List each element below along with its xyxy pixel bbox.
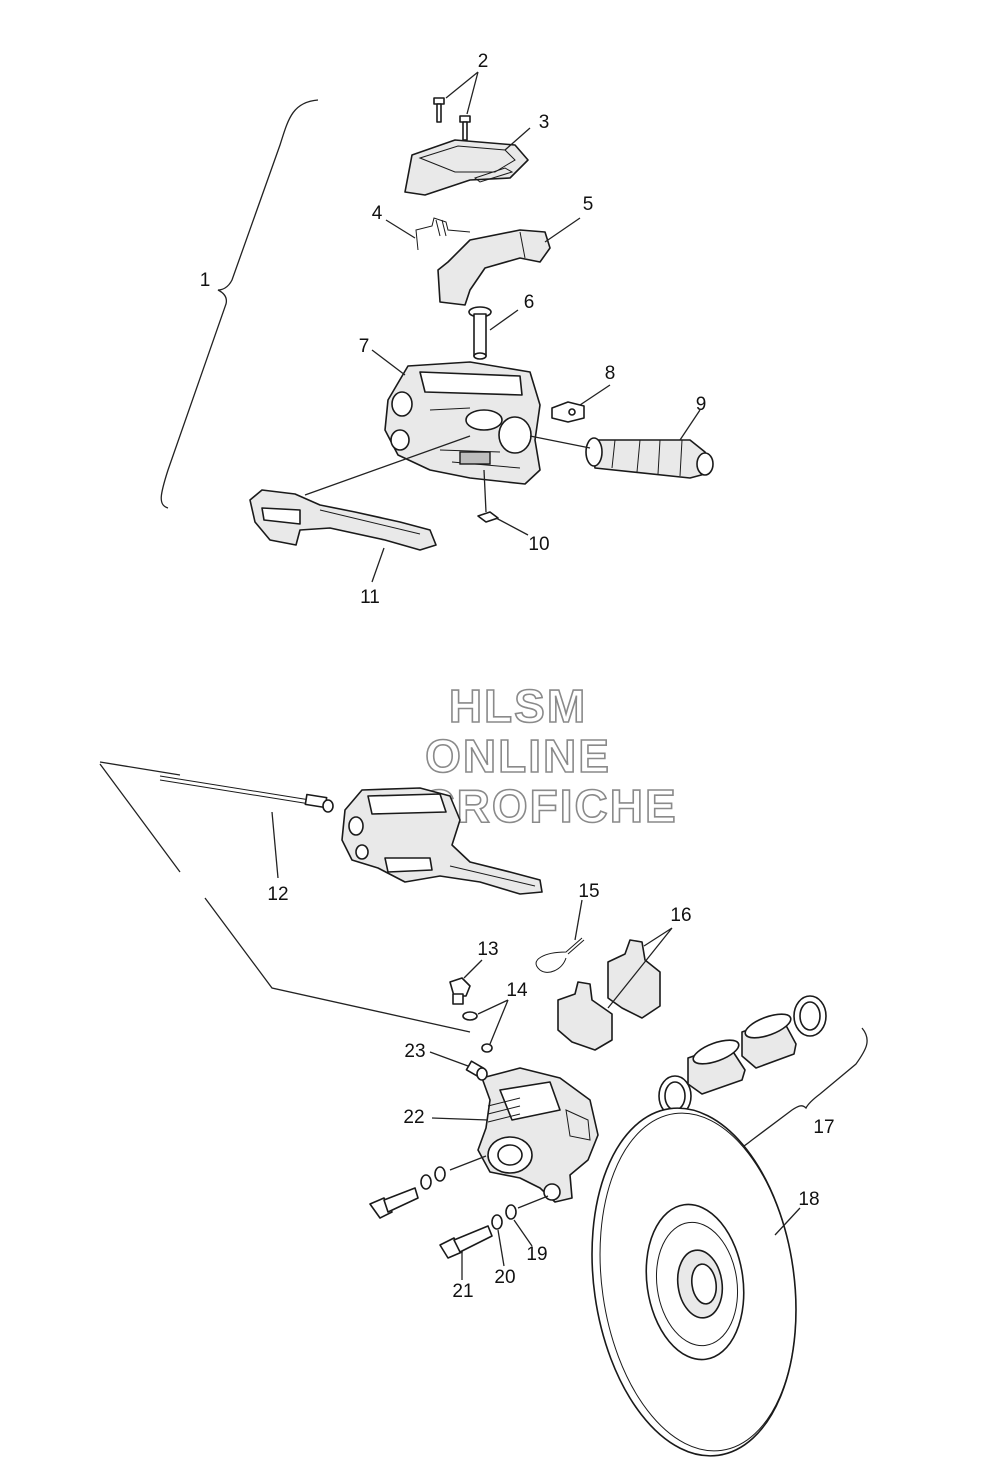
mounting-bolt-icon [369,1166,446,1219]
callout-11: 11 [360,587,380,608]
callout-2: 2 [478,51,489,72]
brake-hose-icon [159,775,334,813]
watermark-line-1: HLSM [449,680,587,732]
lower-bolt-icon [439,1204,517,1259]
washer-icon [462,1011,493,1053]
piston-icon [585,437,714,479]
bleeder-valve-icon [465,1060,488,1081]
banjo-bolt-icon [449,977,471,1005]
screw-icon [433,97,471,141]
callout-5: 5 [583,194,594,215]
callout-15: 15 [578,881,599,902]
clip-icon [477,511,499,523]
reference-line [99,761,471,1033]
brake-switch-icon [551,401,585,423]
spring-icon [415,217,471,251]
callout-22: 22 [403,1107,424,1128]
callout-10: 10 [528,534,549,555]
assembly-bracket-17 [729,1027,868,1152]
lever-arm-icon [437,229,551,306]
callout-7: 7 [359,336,370,357]
callout-18: 18 [798,1189,819,1210]
watermark-line-2: ONLINE [425,730,611,782]
reservoir-cover-icon [404,139,529,196]
callout-17: 17 [813,1117,834,1138]
callout-1: 1 [200,270,211,291]
callout-16: 16 [670,905,691,926]
callout-14: 14 [506,980,528,1001]
callout-23: 23 [404,1041,425,1062]
callout-9: 9 [696,394,707,415]
callout-12: 12 [267,884,288,905]
master-cylinder-assembly-icon [341,787,543,895]
callout-13: 13 [477,939,498,960]
callout-8: 8 [605,363,616,384]
callout-21: 21 [452,1281,473,1302]
callout-19: 19 [526,1244,547,1265]
retaining-pin-icon [535,937,585,973]
callout-4: 4 [372,203,383,224]
brake-pad-icon [557,939,661,1051]
caliper-seal-kit-icon [658,995,827,1117]
brake-disc-icon [591,1107,797,1457]
callout-3: 3 [539,112,550,133]
brake-lever-icon [249,489,437,551]
master-cylinder-body-icon [384,361,541,485]
assembly-bracket-1 [160,99,319,509]
pivot-pin-icon [468,306,492,360]
callout-6: 6 [524,292,535,313]
callout-20: 20 [494,1267,515,1288]
caliper-icon [477,1067,599,1203]
